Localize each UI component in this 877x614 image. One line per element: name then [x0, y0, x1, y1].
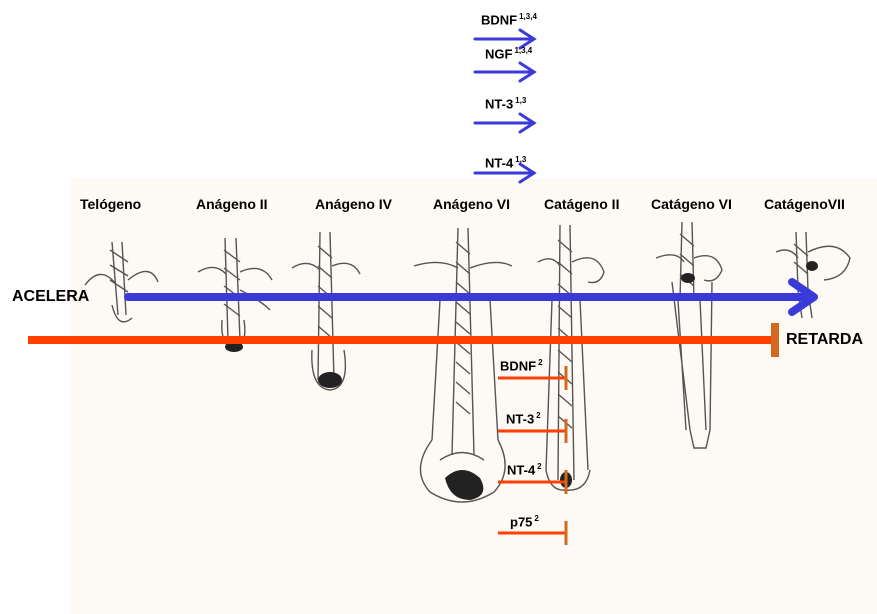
accelerate-label: ACELERA [12, 288, 90, 305]
inhibitor-bar-nt3 [498, 419, 568, 443]
accelerate-arrow [124, 278, 818, 316]
accelerator-refs: 1,3 [515, 96, 527, 105]
inhibitor-name: NT-4 [507, 462, 536, 478]
inhibitor-bar-p75 [498, 521, 568, 545]
retard-label: RETARDA [786, 331, 864, 348]
accelerator-arrow-bdnf [473, 28, 537, 50]
accelerator-refs: 1,3,4 [514, 46, 533, 55]
retard-bar [28, 323, 779, 357]
inhibitor-bar-nt4 [498, 470, 568, 494]
inhibitor-refs: 2 [534, 514, 539, 523]
stage-label-telogen: Telógeno [80, 196, 142, 212]
stage-label-catagen-2: Catágeno II [544, 196, 620, 212]
follicle-anagen-4 [291, 231, 361, 391]
accelerator-refs: 1,3 [515, 155, 527, 164]
accelerator-arrow-nt4 [473, 162, 537, 184]
accelerator-refs: 1,3,4 [519, 12, 537, 21]
follicle-panel [70, 178, 877, 614]
stage-label-anagen-4: Anágeno IV [315, 196, 393, 212]
follicle-telogen [84, 241, 159, 323]
accelerator-name: NT-3 [485, 96, 514, 112]
inhibitor-bar-bdnf [498, 366, 568, 390]
inhibitor-name: BDNF [500, 358, 537, 374]
follicle-anagen-2 [197, 237, 273, 351]
inhibitor-refs: 2 [536, 411, 541, 420]
inhibitor-name: NT-3 [506, 411, 535, 427]
accelerator-name: NT-4 [485, 155, 514, 171]
accelerator-arrow-ngf [473, 61, 537, 83]
inhibitor-name: p75 [510, 514, 533, 530]
stage-label-anagen-2: Anágeno II [196, 196, 268, 212]
stage-label-catagen-7: CatágenoVII [764, 196, 845, 212]
inhibitor-refs: 2 [537, 462, 542, 471]
accelerator-name: NGF [485, 46, 513, 62]
inhibitor-refs: 2 [538, 358, 543, 367]
stage-label-anagen-6: Anágeno VI [433, 196, 511, 212]
follicle-catagen-7 [775, 231, 851, 319]
accelerator-name: BDNF [481, 12, 518, 28]
accelerator-arrow-nt3 [473, 112, 537, 134]
stage-label-catagen-6: Catágeno VI [651, 196, 732, 212]
